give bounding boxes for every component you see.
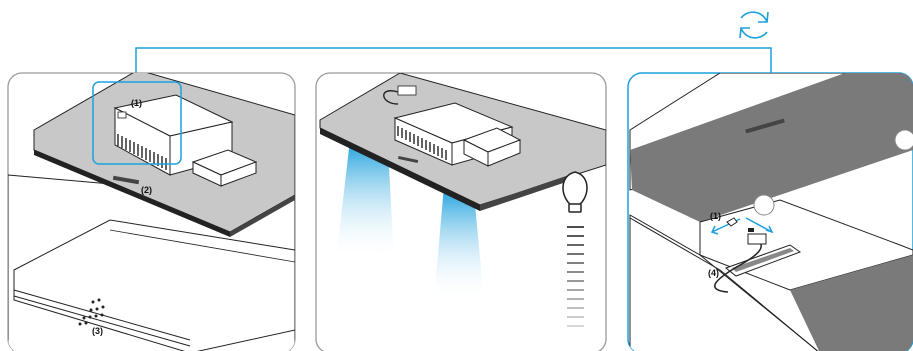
refresh-icon bbox=[740, 12, 768, 38]
clip bbox=[118, 112, 126, 118]
panel-1: (1) (2) (3) bbox=[8, 70, 295, 351]
callout-2: (2) bbox=[141, 185, 152, 195]
panel-2 bbox=[316, 73, 606, 351]
callout-1: (1) bbox=[131, 98, 142, 108]
callout-1: (1) bbox=[710, 211, 721, 221]
panel-3: (1) (4) bbox=[628, 73, 913, 351]
callout-3: (3) bbox=[92, 326, 103, 336]
callout-4: (4) bbox=[708, 268, 719, 278]
